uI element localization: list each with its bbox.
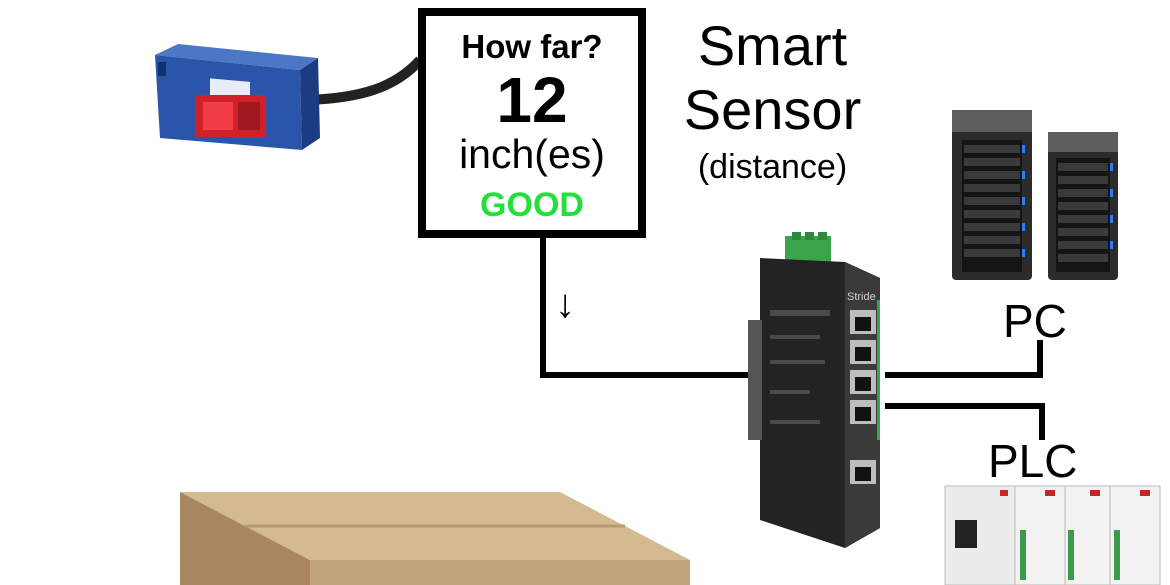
switch-to-plc-line: [885, 403, 1045, 440]
readout-to-switch-line: [540, 238, 760, 378]
distance-readout-panel: How far? 12 inch(es) GOOD: [418, 8, 646, 238]
title-line-1: Smart: [697, 14, 848, 77]
ethernet-switch-icon: Stride: [748, 232, 880, 548]
cardboard-box-icon: [180, 492, 690, 585]
plc-icon: [944, 485, 1161, 585]
title-line-3: (distance): [697, 148, 848, 186]
pc-label: PC: [1003, 295, 1067, 347]
readout-value: 12: [496, 64, 568, 136]
plc-label: PLC: [988, 435, 1078, 487]
title-line-2: Sensor: [683, 78, 862, 141]
sensor-cable: [307, 56, 424, 105]
switch-brand-label: Stride: [847, 291, 876, 303]
down-arrow-icon: ↓: [555, 282, 575, 326]
readout-question: How far?: [461, 28, 603, 65]
readout-unit: inch(es): [459, 131, 605, 177]
readout-status: GOOD: [480, 186, 584, 224]
switch-to-pc-line: [885, 340, 1043, 378]
distance-sensor-icon: [155, 44, 320, 150]
server-tower-icon: [952, 110, 1118, 280]
